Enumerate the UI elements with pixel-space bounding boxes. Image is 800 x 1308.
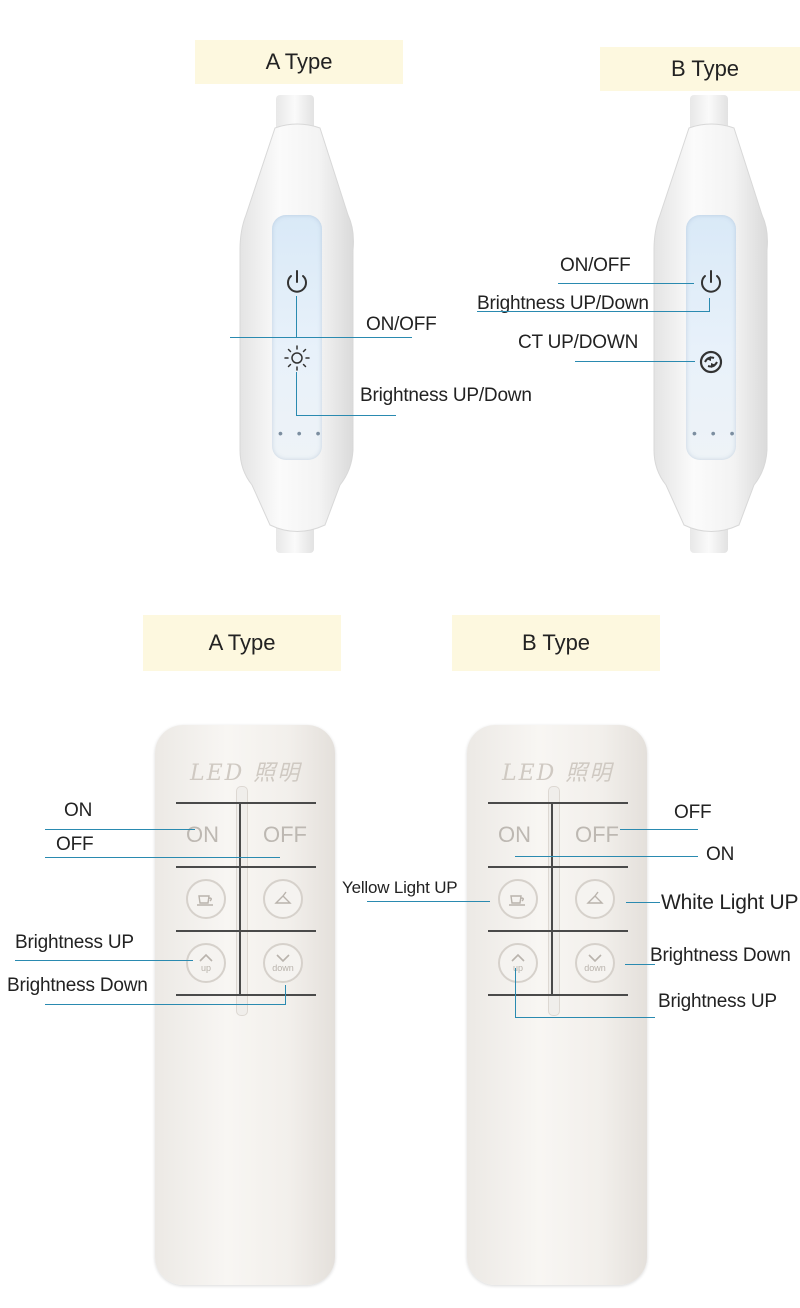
callout-line: [296, 372, 297, 416]
remote-b-brand: LED 照明: [502, 761, 614, 786]
callout-a-on-off: ON/OFF: [366, 314, 437, 335]
callout-ra-on: ON: [64, 800, 93, 821]
remote-a-on-button[interactable]: ON: [186, 822, 219, 847]
sun-icon[interactable]: [283, 344, 311, 372]
remote-a-lamp-button[interactable]: [263, 879, 303, 919]
up-label: up: [200, 963, 211, 973]
callout-line: [620, 829, 698, 830]
divider: [239, 802, 241, 994]
remote-b-off-button[interactable]: OFF: [575, 822, 619, 847]
remote-a-off-button[interactable]: OFF: [263, 822, 307, 847]
remote-a-down-button[interactable]: down: [263, 943, 303, 983]
callout-line: [296, 296, 297, 338]
remote-b-on-button[interactable]: ON: [498, 822, 531, 847]
cycle-icon[interactable]: [698, 349, 724, 375]
bottom-a-type-label: A Type: [143, 615, 341, 671]
divider: [488, 994, 628, 996]
callout-ra-brightness-down: Brightness Down: [7, 975, 148, 996]
lamp-icon: [586, 891, 604, 904]
top-b-type-label: B Type: [600, 47, 800, 91]
callout-line: [45, 829, 195, 830]
callout-rb-yellow-up: Yellow Light UP: [342, 878, 458, 897]
cup-icon: [197, 895, 213, 906]
up-chevron-icon: [199, 953, 213, 962]
divider: [176, 802, 316, 804]
down-label: down: [272, 963, 294, 973]
remote-b-slot: [548, 786, 560, 1016]
remote-a-slot: [236, 786, 248, 1016]
callout-line: [45, 1004, 286, 1005]
remote-b-down-button[interactable]: down: [575, 943, 615, 983]
callout-line: [477, 311, 710, 312]
callout-line: [515, 968, 516, 1018]
lamp-icon: [274, 891, 292, 904]
callout-line: [626, 902, 660, 903]
callout-line: [575, 361, 695, 362]
power-icon[interactable]: [283, 268, 311, 296]
controller-b-dots: • • •: [692, 425, 740, 441]
callout-line: [45, 857, 280, 858]
controller-a-dots: • • •: [278, 425, 326, 441]
down-chevron-icon: [276, 954, 290, 963]
controller-b-panel: [686, 215, 736, 460]
divider: [488, 866, 628, 868]
callout-line: [367, 901, 490, 902]
callout-line: [515, 856, 698, 857]
power-icon[interactable]: [697, 268, 725, 296]
up-label: up: [512, 963, 523, 973]
callout-line: [15, 960, 193, 961]
callout-rb-brightness-down: Brightness Down: [650, 945, 791, 966]
callout-rb-white-up: White Light UP: [661, 891, 799, 914]
divider: [176, 930, 316, 932]
top-a-type-label: A Type: [195, 40, 403, 84]
remote-a-cup-button[interactable]: [186, 879, 226, 919]
divider: [551, 802, 553, 994]
down-label: down: [584, 963, 606, 973]
divider: [488, 802, 628, 804]
callout-line: [285, 985, 286, 1005]
up-chevron-icon: [511, 953, 525, 962]
remote-a-up-button[interactable]: up: [186, 943, 226, 983]
callout-rb-on: ON: [706, 844, 735, 865]
callout-a-brightness: Brightness UP/Down: [360, 385, 532, 406]
cup-icon: [509, 895, 525, 906]
callout-b-brightness: Brightness UP/Down: [477, 293, 649, 314]
bottom-b-type-label: B Type: [452, 615, 660, 671]
down-chevron-icon: [588, 954, 602, 963]
remote-a-brand: LED 照明: [190, 761, 302, 786]
callout-line: [625, 964, 655, 965]
remote-b-lamp-button[interactable]: [575, 879, 615, 919]
callout-b-on-off: ON/OFF: [560, 255, 631, 276]
callout-ra-off: OFF: [56, 834, 94, 855]
callout-line: [230, 337, 412, 338]
callout-line: [558, 283, 694, 284]
callout-rb-off: OFF: [674, 802, 712, 823]
callout-line: [709, 298, 710, 312]
callout-line: [296, 415, 396, 416]
callout-rb-brightness-up: Brightness UP: [658, 991, 777, 1012]
divider: [488, 930, 628, 932]
remote-b-cup-button[interactable]: [498, 879, 538, 919]
divider: [176, 866, 316, 868]
callout-ra-brightness-up: Brightness UP: [15, 932, 134, 953]
divider: [176, 994, 316, 996]
remote-b-up-button[interactable]: up: [498, 943, 538, 983]
callout-line: [515, 1017, 655, 1018]
callout-b-ct: CT UP/DOWN: [518, 332, 639, 353]
